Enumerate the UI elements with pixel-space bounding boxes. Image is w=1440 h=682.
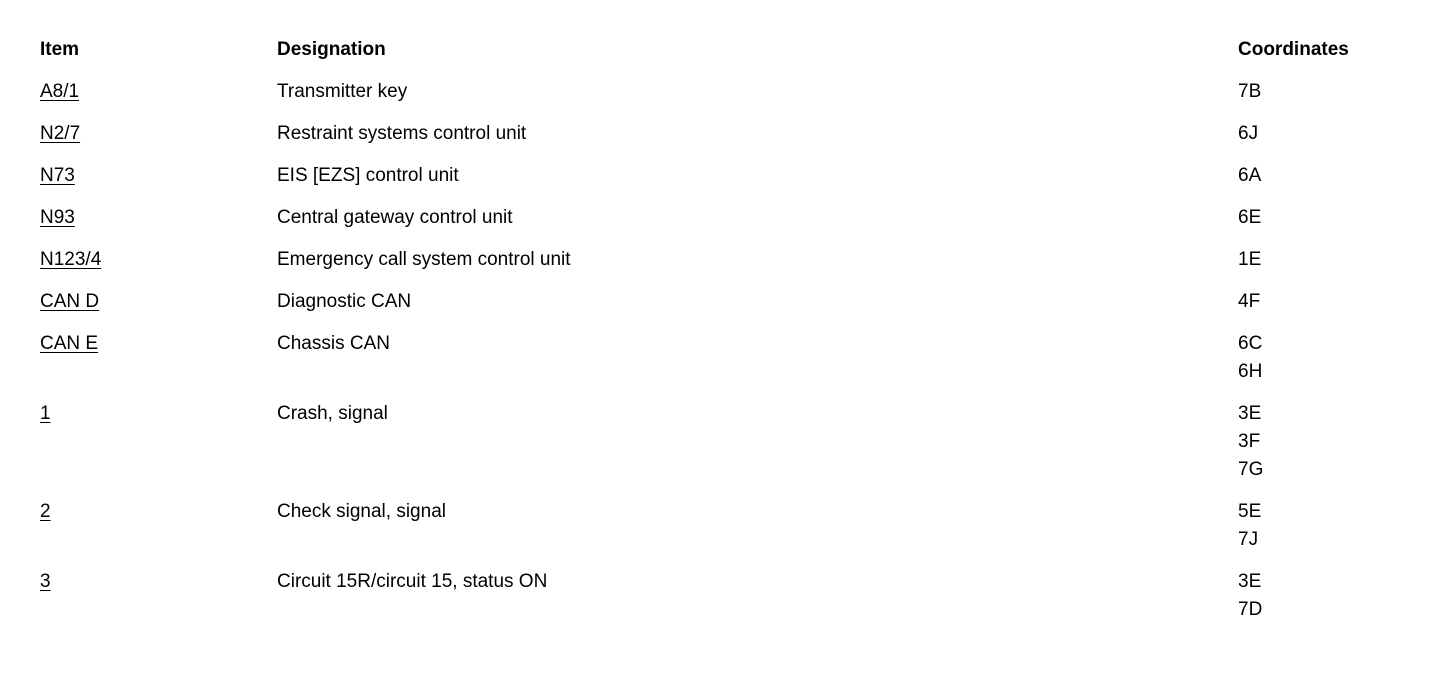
designation-text: Crash, signal bbox=[277, 403, 388, 424]
item-link-can-e[interactable]: CAN E bbox=[40, 333, 99, 354]
table-row: CAN E Chassis CAN 6C 6H bbox=[40, 330, 1410, 386]
coordinates-text: 6E bbox=[1238, 207, 1262, 228]
item-link-a8-1[interactable]: A8/1 bbox=[40, 81, 80, 102]
item-link-can-d[interactable]: CAN D bbox=[40, 291, 100, 312]
designation-text: Transmitter key bbox=[277, 81, 408, 102]
table-row: A8/1 Transmitter key 7B bbox=[40, 78, 1410, 106]
designation-text: Chassis CAN bbox=[277, 333, 390, 354]
table-row: N2/7 Restraint systems control unit 6J bbox=[40, 120, 1410, 148]
coordinates-text: 4F bbox=[1238, 291, 1261, 312]
item-link-n73[interactable]: N73 bbox=[40, 165, 75, 186]
column-header-coordinates: Coordinates bbox=[1238, 39, 1349, 60]
coordinates-text: 3E 3F 7G bbox=[1238, 403, 1264, 480]
coordinates-text: 7B bbox=[1238, 81, 1262, 102]
coordinates-text: 1E bbox=[1238, 249, 1262, 270]
designation-text: Central gateway control unit bbox=[277, 207, 513, 228]
table-row: 2 Check signal, signal 5E 7J bbox=[40, 498, 1410, 554]
item-link-n123-4[interactable]: N123/4 bbox=[40, 249, 102, 270]
table-row: 1 Crash, signal 3E 3F 7G bbox=[40, 400, 1410, 484]
designation-text: Emergency call system control unit bbox=[277, 249, 571, 270]
table-row: N73 EIS [EZS] control unit 6A bbox=[40, 162, 1410, 190]
coordinates-text: 6J bbox=[1238, 123, 1259, 144]
column-header-designation: Designation bbox=[277, 39, 386, 60]
coordinates-text: 5E 7J bbox=[1238, 501, 1262, 550]
table-row: 3 Circuit 15R/circuit 15, status ON 3E 7… bbox=[40, 568, 1410, 624]
item-link-1[interactable]: 1 bbox=[40, 403, 51, 424]
designation-text: Restraint systems control unit bbox=[277, 123, 527, 144]
coordinates-text: 6A bbox=[1238, 165, 1262, 186]
item-link-2[interactable]: 2 bbox=[40, 501, 51, 522]
designation-text: Diagnostic CAN bbox=[277, 291, 412, 312]
coordinates-text: 6C 6H bbox=[1238, 333, 1263, 382]
designation-text: EIS [EZS] control unit bbox=[277, 165, 459, 186]
legend-table: Item Designation Coordinates A8/1 Transm… bbox=[40, 36, 1410, 624]
column-header-item: Item bbox=[40, 39, 80, 60]
item-link-n2-7[interactable]: N2/7 bbox=[40, 123, 81, 144]
table-header-row: Item Designation Coordinates bbox=[40, 36, 1410, 64]
designation-text: Check signal, signal bbox=[277, 501, 446, 522]
coordinates-text: 3E 7D bbox=[1238, 571, 1263, 620]
table-row: N123/4 Emergency call system control uni… bbox=[40, 246, 1410, 274]
item-link-3[interactable]: 3 bbox=[40, 571, 51, 592]
designation-text: Circuit 15R/circuit 15, status ON bbox=[277, 571, 548, 592]
table-row: CAN D Diagnostic CAN 4F bbox=[40, 288, 1410, 316]
table-row: N93 Central gateway control unit 6E bbox=[40, 204, 1410, 232]
item-link-n93[interactable]: N93 bbox=[40, 207, 75, 228]
